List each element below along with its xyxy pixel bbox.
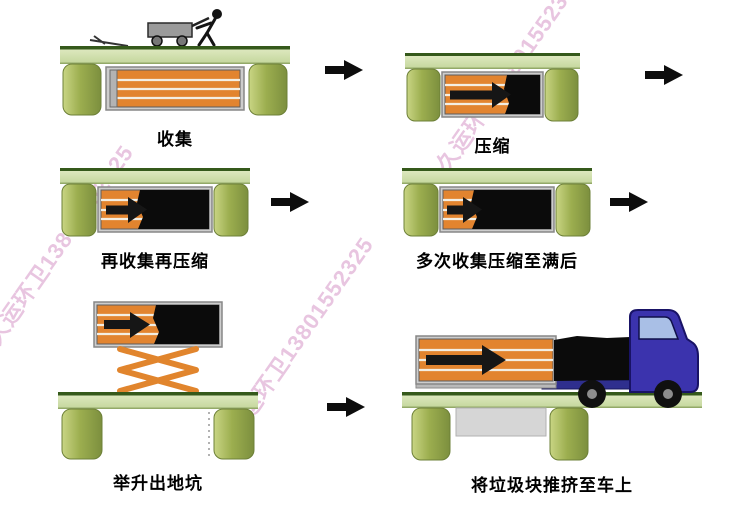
ground: [402, 168, 592, 184]
pit-wall-right: [555, 183, 591, 237]
step-label-full: 多次收集压缩至满后: [416, 252, 578, 271]
pit-wall-left: [61, 183, 97, 237]
illustration-compress: [405, 53, 580, 122]
ram-arrow-icon: [450, 82, 511, 108]
ground: [58, 392, 258, 409]
step-label-lift: 举升出地坑: [113, 474, 203, 493]
pit-wall-left: [411, 407, 451, 461]
step-panel-collect: 收集: [60, 6, 290, 150]
ground: [405, 53, 580, 69]
person-icon: [195, 9, 222, 47]
step-label-recompress: 再收集再压缩: [101, 252, 209, 271]
truck-window: [638, 316, 680, 340]
arrow-right-icon: [610, 192, 648, 212]
broom-icon: [89, 35, 129, 47]
step-panel-full: 多次收集压缩至满后: [402, 168, 592, 272]
compactor-container: [415, 335, 557, 385]
pit-wall-right: [213, 183, 249, 237]
illustration-recompress: [60, 168, 250, 237]
ram-arrow-icon: [104, 312, 150, 338]
flow-arrow: [645, 63, 685, 87]
pit-wall-left: [61, 408, 103, 460]
waste-block: [137, 190, 209, 229]
truck-cab: [629, 309, 699, 393]
truck-wheels: [578, 380, 682, 408]
waste-block: [471, 190, 551, 229]
arrow-right-icon: [325, 60, 363, 80]
waste-block: [554, 336, 632, 381]
flow-arrow: [325, 58, 365, 82]
illustration-full: [402, 168, 592, 237]
arrow-right-icon: [645, 65, 683, 85]
ram-arrow-icon: [106, 197, 147, 223]
ground: [60, 46, 290, 64]
pit-wall-left: [403, 183, 439, 237]
step-panel-recompress: 再收集再压缩: [60, 168, 250, 272]
step-label-truck: 将垃圾块推挤至车上: [471, 476, 633, 495]
pit-wall-right: [549, 407, 589, 461]
ground: [402, 392, 702, 408]
waste-block: [504, 75, 540, 114]
ram-arrow-icon: [426, 345, 506, 375]
compactor-container: [93, 301, 223, 348]
pit-wall-left: [406, 68, 441, 122]
compactor-container: [105, 66, 245, 111]
flow-arrow: [271, 190, 311, 214]
pit-wall-right: [248, 63, 288, 116]
ground: [60, 168, 250, 184]
flow-arrow: [327, 395, 367, 419]
arrow-right-icon: [327, 397, 365, 417]
illustration-collect: [60, 9, 290, 116]
step-label-compress: 压缩: [474, 137, 511, 156]
ram-arrow-icon: [447, 197, 482, 223]
step-panel-lift: 举升出地坑: [58, 300, 258, 494]
waste-block: [153, 305, 219, 344]
scissor-lift: [117, 346, 199, 394]
step-panel-truck: 将垃圾块推挤至车上: [402, 296, 702, 496]
compactor-container: [439, 186, 555, 233]
lift-column: [455, 407, 547, 437]
compactor-container: [97, 186, 213, 233]
cart-icon: [147, 16, 210, 47]
step-panel-compress: 压缩: [405, 53, 580, 157]
pit-wall-right: [213, 408, 255, 460]
compactor-container: [441, 71, 544, 118]
pit-wall-right: [544, 68, 579, 122]
pit-wall-left: [62, 63, 102, 116]
arrow-right-icon: [271, 192, 309, 212]
step-label-collect: 收集: [157, 130, 193, 149]
flow-arrow: [610, 190, 650, 214]
illustration-load-truck: [402, 309, 702, 461]
illustration-lift: [58, 301, 258, 460]
